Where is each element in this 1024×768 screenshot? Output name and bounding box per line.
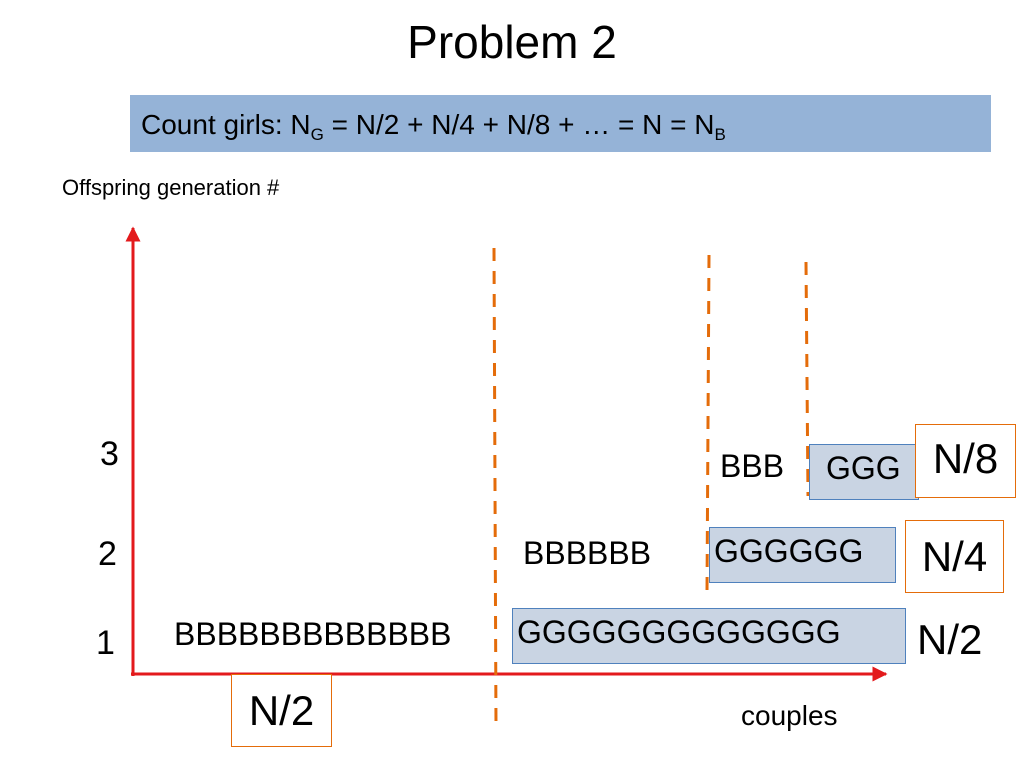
girls-generation-2: GGGGGG [714,533,864,569]
x-axis-label: couples [741,700,838,731]
girls-box-generation-1: GGGGGGGGGGGGG [512,608,906,664]
fraction-generation-2: N/4 [921,533,988,580]
divider-line-1 [492,247,498,729]
girls-box-generation-2: GGGGGG [709,527,896,583]
fraction-generation-1: N/2 [917,616,983,663]
fraction-box-generation-3: N/8 [915,424,1016,498]
boys-generation-2: BBBBBB [523,535,652,571]
girls-generation-1: GGGGGGGGGGGGG [517,614,841,650]
banner-subscript-g: G [310,125,324,144]
girls-generation-3: GGG [826,450,901,486]
girls-box-generation-3: GGG [809,444,919,500]
tick-generation-1: 1 [96,624,115,662]
tick-generation-3: 3 [100,435,119,473]
fraction-generation-3: N/8 [932,435,999,482]
banner-middle: = N/2 + N/4 + N/8 + … = N = N [323,109,715,140]
divider-line-3 [804,261,810,497]
y-axis-label: Offspring generation # [62,175,280,200]
banner-subscript-b: B [714,125,726,144]
fraction-box-generation-2: N/4 [905,520,1004,593]
boys-generation-3: BBB [720,448,785,484]
girls-count-banner: Count girls: NG = N/2 + N/4 + N/8 + … = … [130,95,991,152]
x-fraction: N/2 [248,687,315,734]
slide-title: Problem 2 [407,16,617,68]
divider-line-2 [705,254,711,593]
boys-generation-1: BBBBBBBBBBBBB [174,616,452,652]
tick-generation-2: 2 [98,535,117,573]
x-fraction-box: N/2 [231,674,332,747]
banner-prefix: Count girls: N [141,109,311,140]
